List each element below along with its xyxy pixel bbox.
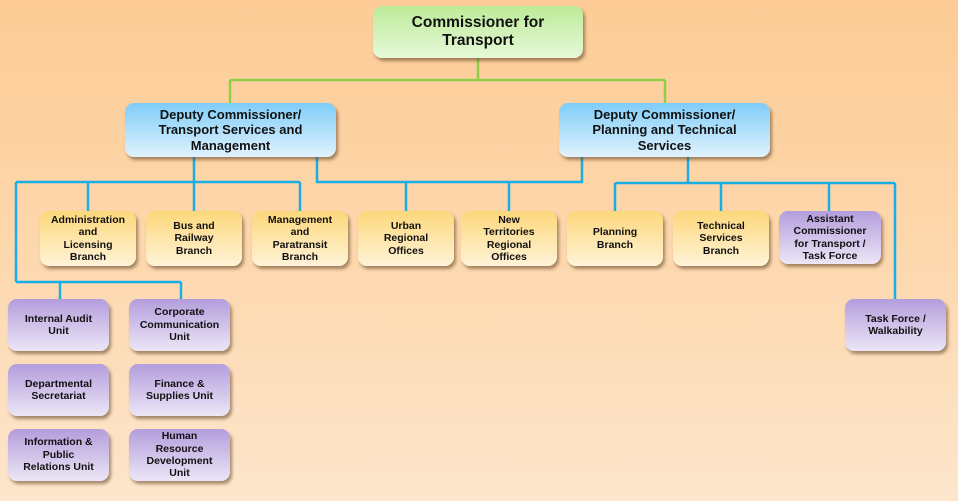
node-corporate-communication-unit: Corporate Communication Unit — [129, 299, 230, 351]
node-label: Assistant Commissioner for Transport / T… — [793, 212, 867, 262]
node-label: Administration and Licensing Branch — [50, 213, 126, 263]
connector-head — [228, 58, 667, 103]
node-label: Urban Regional Offices — [383, 219, 429, 257]
node-label: Management and Paratransit Branch — [267, 213, 333, 263]
node-assistant-commissioner-task-force: Assistant Commissioner for Transport / T… — [779, 211, 881, 264]
node-finance-supplies-unit: Finance & Supplies Unit — [129, 364, 230, 416]
node-label: Commissioner for Transport — [411, 13, 545, 49]
connector-deputy-2 — [613, 157, 897, 299]
node-label: Information & Public Relations Unit — [23, 436, 94, 474]
node-deputy-transport-services: Deputy Commissioner/ Transport Services … — [125, 103, 336, 157]
node-label: Finance & Supplies Unit — [145, 377, 214, 402]
node-label: Bus and Railway Branch — [173, 219, 215, 257]
node-information-public-relations-unit: Information & Public Relations Unit — [8, 429, 109, 481]
node-label: Internal Audit Unit — [24, 312, 93, 337]
node-internal-audit-unit: Internal Audit Unit — [8, 299, 109, 351]
node-label: Deputy Commissioner/ Planning and Techni… — [592, 107, 737, 153]
node-label: Deputy Commissioner/ Transport Services … — [158, 107, 303, 153]
node-branch-planning: Planning Branch — [567, 211, 663, 266]
connector-deputy-1-regional — [315, 157, 584, 211]
node-human-resource-development-unit: Human Resource Development Unit — [129, 429, 230, 481]
node-commissioner: Commissioner for Transport — [373, 6, 583, 58]
node-branch-administration-licensing: Administration and Licensing Branch — [40, 211, 136, 266]
node-label: Planning Branch — [592, 226, 638, 251]
node-urban-regional-offices: Urban Regional Offices — [358, 211, 454, 266]
connector-deputy-1 — [14, 157, 302, 299]
node-label: Human Resource Development Unit — [146, 430, 213, 480]
node-label: Task Force / Walkability — [865, 312, 926, 337]
node-task-force-walkability: Task Force / Walkability — [845, 299, 946, 351]
node-label: Departmental Secretariat — [24, 377, 93, 402]
node-nt-regional-offices: New Territories Regional Offices — [461, 211, 557, 266]
node-deputy-planning-technical: Deputy Commissioner/ Planning and Techni… — [559, 103, 770, 157]
node-label: Corporate Communication Unit — [139, 306, 220, 344]
node-branch-technical-services: Technical Services Branch — [673, 211, 769, 266]
node-label: Technical Services Branch — [697, 219, 745, 257]
node-departmental-secretariat: Departmental Secretariat — [8, 364, 109, 416]
node-branch-management-paratransit: Management and Paratransit Branch — [252, 211, 348, 266]
node-label: New Territories Regional Offices — [483, 213, 535, 263]
node-branch-bus-railway: Bus and Railway Branch — [146, 211, 242, 266]
